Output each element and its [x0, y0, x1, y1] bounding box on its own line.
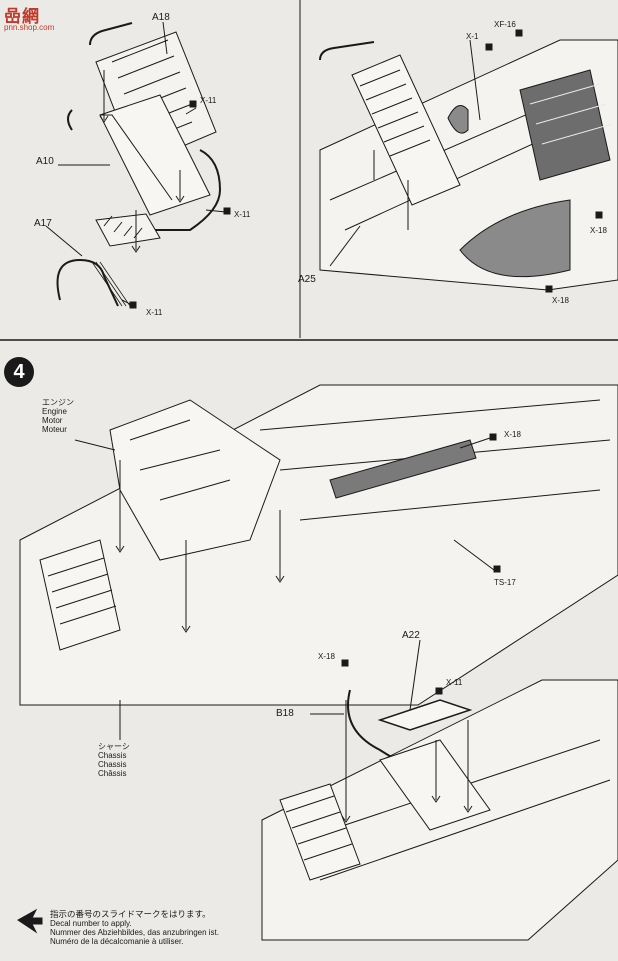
shaded-fender-right — [459, 199, 571, 278]
chassis-en: Chassis — [98, 751, 127, 760]
shaded-fender-left — [447, 105, 469, 134]
decal-note-de: Nummer des Abziehbildes, das anzubringen… — [50, 928, 219, 937]
label-x18-a: X-18 — [590, 226, 607, 235]
muffler-exploded-view — [45, 21, 231, 309]
watermark-url: pnn.shop.com — [4, 23, 55, 32]
engine-fr: Moteur — [42, 425, 67, 434]
engine-de: Motor — [42, 416, 63, 425]
decal-note-jp: 指示の番号のスライドマークをはります。 — [50, 909, 211, 919]
label-x11-c: X-11 — [146, 308, 163, 317]
label-x18-inset: X-18 — [318, 652, 335, 661]
label-a25: A25 — [298, 274, 316, 285]
label-x1: X-1 — [466, 32, 479, 41]
decal-note-en: Decal number to apply. — [50, 919, 132, 928]
pipe-fitting-view — [261, 639, 618, 941]
chassis-rear-view — [319, 29, 618, 293]
label-ts17: TS-17 — [494, 578, 516, 587]
chassis-de: Chassis — [98, 760, 127, 769]
engine-assembly-view — [19, 384, 618, 740]
decal-note-fr: Numéro de la décalcomanie à utiliser. — [50, 937, 184, 946]
label-a22: A22 — [402, 630, 420, 641]
chassis-fr: Châssis — [98, 769, 127, 778]
label-x11-a: X-11 — [200, 96, 217, 105]
label-x11-inset: X-11 — [446, 678, 463, 687]
label-x18-b: X-18 — [552, 296, 569, 305]
chassis-callout: シャーシ Chassis Chassis Châssis — [98, 742, 130, 778]
decal-arrow-icon — [17, 908, 43, 934]
watermark-text: 嵒網 — [4, 7, 40, 27]
decal-note: 指示の番号のスライドマークをはります。 Decal number to appl… — [50, 909, 219, 947]
label-x18-step4: X-18 — [504, 430, 521, 439]
label-a10: A10 — [36, 156, 54, 167]
label-a17: A17 — [34, 218, 52, 229]
shaded-strip — [329, 439, 477, 499]
watermark-logo: 嵒網 pnn.shop.com — [2, 2, 76, 36]
engine-jp: エンジン — [42, 398, 74, 407]
label-a18: A18 — [152, 12, 170, 23]
step-number-badge: 4 — [4, 357, 34, 387]
label-x11-b: X-11 — [234, 210, 251, 219]
label-b18: B18 — [276, 708, 294, 719]
engine-en: Engine — [42, 407, 67, 416]
chassis-jp: シャーシ — [98, 742, 130, 751]
label-xf16: XF-16 — [494, 20, 516, 29]
engine-callout: エンジン Engine Motor Moteur — [42, 398, 74, 434]
